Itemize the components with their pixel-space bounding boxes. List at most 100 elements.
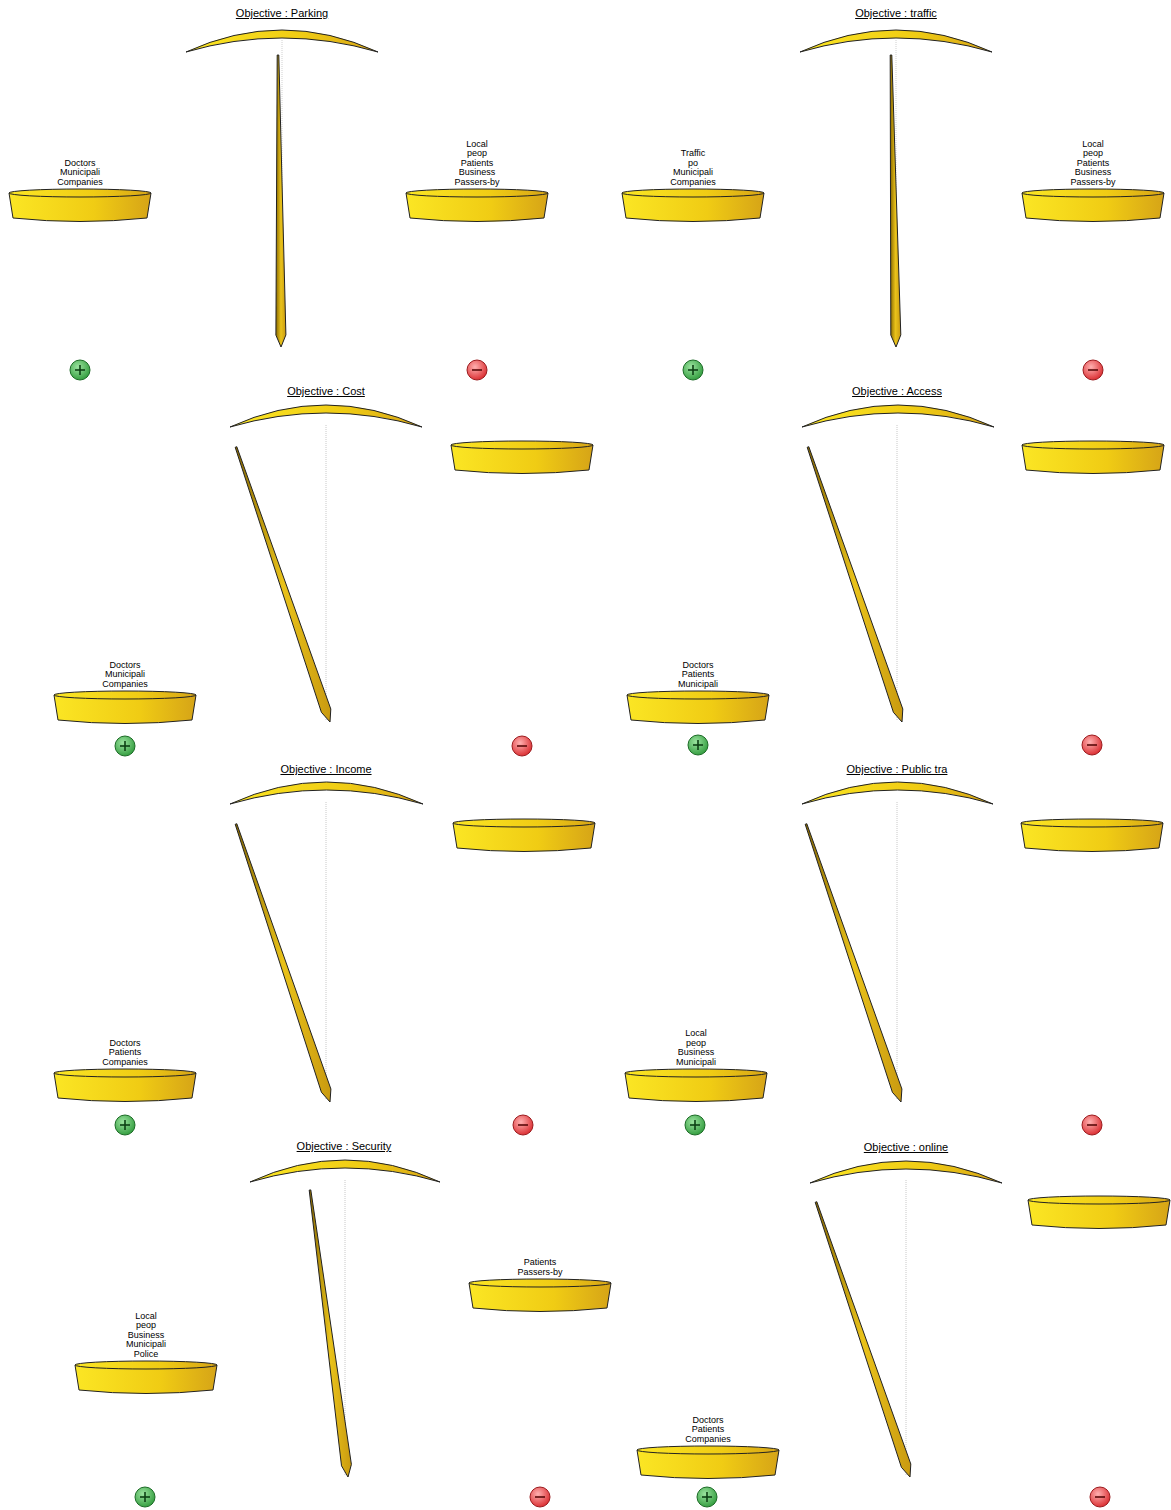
stakeholder-list: Doctors Patients Municipali [625, 661, 771, 690]
plus-icon [135, 1487, 155, 1507]
scale-pan [637, 1446, 779, 1479]
scale-pan: Doctors Municipali Companies [7, 159, 153, 225]
pan-outline [625, 690, 771, 726]
plus-icon [115, 1115, 135, 1135]
objective-title: Objective : Access [852, 385, 942, 398]
plus-icon [688, 735, 708, 755]
pan-outline [635, 1445, 781, 1481]
pan-rim [1022, 189, 1164, 197]
scale-needle [807, 447, 903, 722]
scale-pan [406, 189, 548, 222]
plus-icon [697, 1487, 717, 1507]
scale-needle [235, 447, 331, 722]
scale-needle [235, 824, 331, 1102]
scale-pan [1028, 1196, 1170, 1229]
plumb-line [906, 1180, 907, 1475]
scale-pan [75, 1361, 217, 1394]
scale-pan: Doctors Municipali Companies [52, 661, 198, 727]
pan-outline [404, 188, 550, 224]
scale-beam [810, 1161, 1002, 1183]
scale-pan: Doctors Patients Municipali [625, 661, 771, 727]
pan-rim [451, 441, 593, 449]
pan-rim [54, 1069, 196, 1077]
stakeholder-list: Doctors Municipali Companies [7, 159, 153, 188]
stakeholder-list: Local peop Patients Business Passers-by [404, 140, 550, 188]
pan-rim [627, 691, 769, 699]
scale-pan [622, 189, 764, 222]
stakeholder-list: Local peop Patients Business Passers-by [1020, 140, 1166, 188]
minus-icon [513, 1115, 533, 1135]
objective-title: Objective : online [864, 1141, 948, 1154]
scale-pan [9, 189, 151, 222]
scale-pan [1021, 819, 1163, 852]
plus-icon [683, 360, 703, 380]
pan-outline [1020, 188, 1166, 224]
objective-title: Objective : Income [280, 763, 371, 776]
scale-pan: Local peop Business Municipali Police [73, 1312, 219, 1397]
stakeholder-list: Doctors Patients Companies [635, 1416, 781, 1445]
scale-beam [802, 782, 993, 804]
scale-needle [276, 55, 286, 347]
scale-pan: Local peop Patients Business Passers-by [404, 140, 550, 225]
pan-rim [406, 189, 548, 197]
scale-beam [250, 1160, 440, 1182]
scale-pan [453, 819, 595, 852]
plumb-line [897, 802, 898, 1100]
pan-rim [637, 1446, 779, 1454]
pan-rim [1028, 1196, 1170, 1204]
scale-pan: Traffic po Municipali Companies [620, 149, 766, 224]
stakeholder-list: Doctors Patients Companies [52, 1039, 198, 1068]
pan-outline [7, 188, 153, 224]
objective-title: Objective : Public tra [847, 763, 948, 776]
minus-icon [512, 736, 532, 756]
scale-pan [1022, 441, 1164, 474]
pan-outline [620, 188, 766, 224]
minus-icon [530, 1487, 550, 1507]
scale-beam [186, 30, 378, 52]
pan-outline [467, 1278, 613, 1314]
pan-rim [625, 1069, 767, 1077]
scale-pan: Local peop Patients Business Passers-by [1020, 140, 1166, 225]
pan-outline [52, 1068, 198, 1104]
scale-needle [890, 55, 901, 347]
objective-title: Objective : Cost [287, 385, 365, 398]
pan-rim [54, 691, 196, 699]
scale-pan: Patients Passers-by [467, 1258, 613, 1314]
pan-rim [453, 819, 595, 827]
objective-title: Objective : traffic [855, 7, 937, 20]
scale-needle [805, 824, 902, 1102]
pan-outline [73, 1360, 219, 1396]
plumb-line [326, 802, 327, 1100]
scale-pan: Doctors Patients Companies [52, 1039, 198, 1105]
stakeholder-list: Traffic po Municipali Companies [620, 149, 766, 187]
pan-rim [1021, 819, 1163, 827]
scale-needle [815, 1202, 911, 1477]
scale-pan [54, 1069, 196, 1102]
pan-outline [52, 690, 198, 726]
plus-icon [685, 1115, 705, 1135]
scale-pan [54, 691, 196, 724]
objective-title: Objective : Parking [236, 7, 328, 20]
stakeholder-list: Doctors Municipali Companies [52, 661, 198, 690]
scale-pan: Local peop Business Municipali [623, 1029, 769, 1104]
scale-beam [800, 30, 992, 52]
scale-beam [802, 405, 994, 427]
scale-pan [627, 691, 769, 724]
scale-pan: Doctors Patients Companies [635, 1416, 781, 1482]
scale-pan [469, 1279, 611, 1312]
scale-pan [451, 441, 593, 474]
plus-icon [70, 360, 90, 380]
pan-outline [623, 1068, 769, 1104]
pan-rim [1022, 441, 1164, 449]
scale-beam [230, 405, 422, 427]
plus-icon [115, 736, 135, 756]
plumb-line [897, 425, 898, 720]
plumb-line [326, 425, 327, 720]
stakeholder-list: Patients Passers-by [467, 1258, 613, 1277]
minus-icon [1082, 735, 1102, 755]
stakeholder-list: Local peop Business Municipali [623, 1029, 769, 1067]
scale-needle [309, 1190, 351, 1477]
minus-icon [1090, 1487, 1110, 1507]
pan-rim [9, 189, 151, 197]
minus-icon [1082, 1115, 1102, 1135]
